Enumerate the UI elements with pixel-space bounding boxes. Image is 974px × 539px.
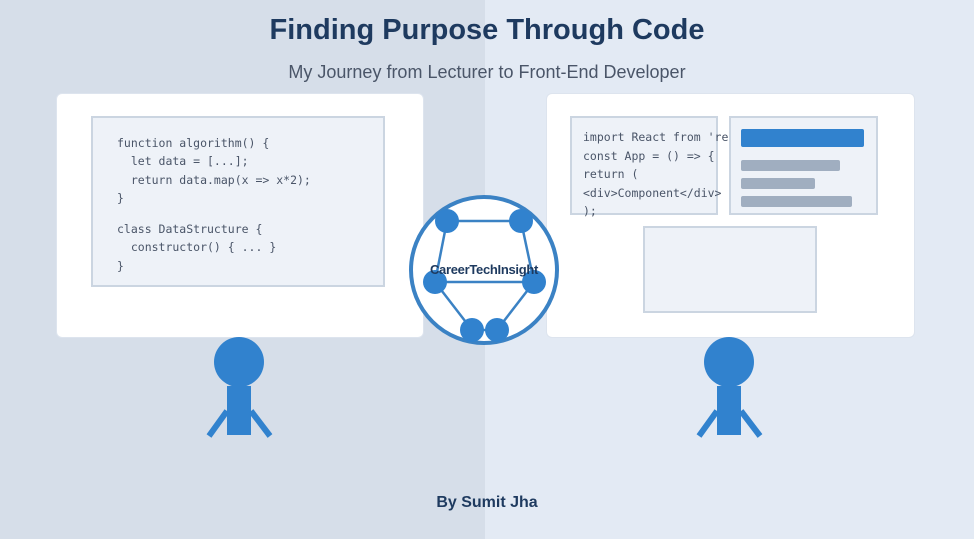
algorithm-code: function algorithm() { let data = [...];… (117, 136, 311, 206)
data-structure-code: class DataStructure { constructor() { ..… (117, 222, 277, 273)
page-subtitle: My Journey from Lecturer to Front-End De… (288, 62, 686, 82)
ui-component-box (643, 226, 817, 313)
ui-placeholder-line (741, 196, 852, 207)
react-code-box (570, 116, 718, 215)
react-code-clip: import React from 'react'; const App = (… (570, 116, 730, 224)
algorithm-code-box (91, 116, 385, 287)
ui-placeholder-line (741, 178, 815, 189)
logo-text: CareerTechInsight (429, 262, 539, 277)
react-code: import React from 'react'; const App = (… (583, 130, 730, 218)
network-logo-icon (409, 195, 559, 345)
ui-placeholder-line (741, 160, 840, 171)
ui-header-bar (741, 129, 864, 147)
page-title: Finding Purpose Through Code (269, 14, 705, 46)
author-byline: By Sumit Jha (436, 494, 538, 511)
lecturer-person-icon (206, 337, 273, 438)
developer-person-icon (696, 337, 763, 438)
